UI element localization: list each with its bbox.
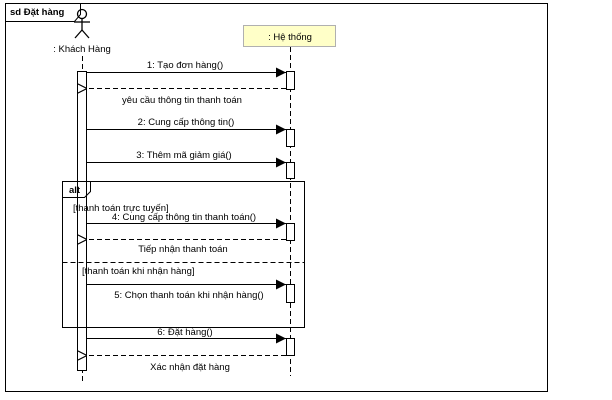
system-activation-bar <box>286 338 295 356</box>
frame-title-tab <box>5 3 81 22</box>
system-lifeline-box <box>243 25 336 47</box>
system-label: : Hệ thống <box>268 32 312 43</box>
return-label: yêu cầu thông tin thanh toán <box>122 95 242 106</box>
message-label: 3: Thêm mã giảm giá() <box>136 150 231 161</box>
system-activation-bar <box>286 284 295 303</box>
alt-fragment <box>62 181 305 328</box>
message-label: 5: Chọn thanh toán khi nhận hàng() <box>114 290 263 301</box>
actor-label: : Khách Hàng <box>53 44 111 55</box>
message-label: 2: Cung cấp thông tin() <box>138 117 235 128</box>
message-label: 4: Cung cấp thông tin thanh toán() <box>112 212 256 223</box>
alt-guard-online: [thanh toán trực tuyến] <box>73 203 169 214</box>
alt-guard-cod: [thanh toán khi nhận hàng] <box>82 266 195 277</box>
diagram-frame <box>5 3 548 392</box>
alt-fragment-tab <box>62 181 91 198</box>
actor-icon <box>74 8 90 39</box>
message-label: 1: Tạo đơn hàng() <box>147 60 223 71</box>
actor-activation-bar <box>77 71 87 371</box>
system-activation-bar <box>286 129 295 147</box>
system-activation-bar <box>286 71 295 90</box>
system-activation-bar <box>286 223 295 241</box>
system-activation-bar <box>286 162 295 179</box>
return-label: Xác nhận đặt hàng <box>150 362 230 373</box>
alt-operator: alt <box>69 185 81 196</box>
frame-title: sd Đặt hàng <box>10 7 65 18</box>
return-label: Tiếp nhận thanh toán <box>138 244 227 255</box>
message-label: 6: Đặt hàng() <box>157 327 212 338</box>
